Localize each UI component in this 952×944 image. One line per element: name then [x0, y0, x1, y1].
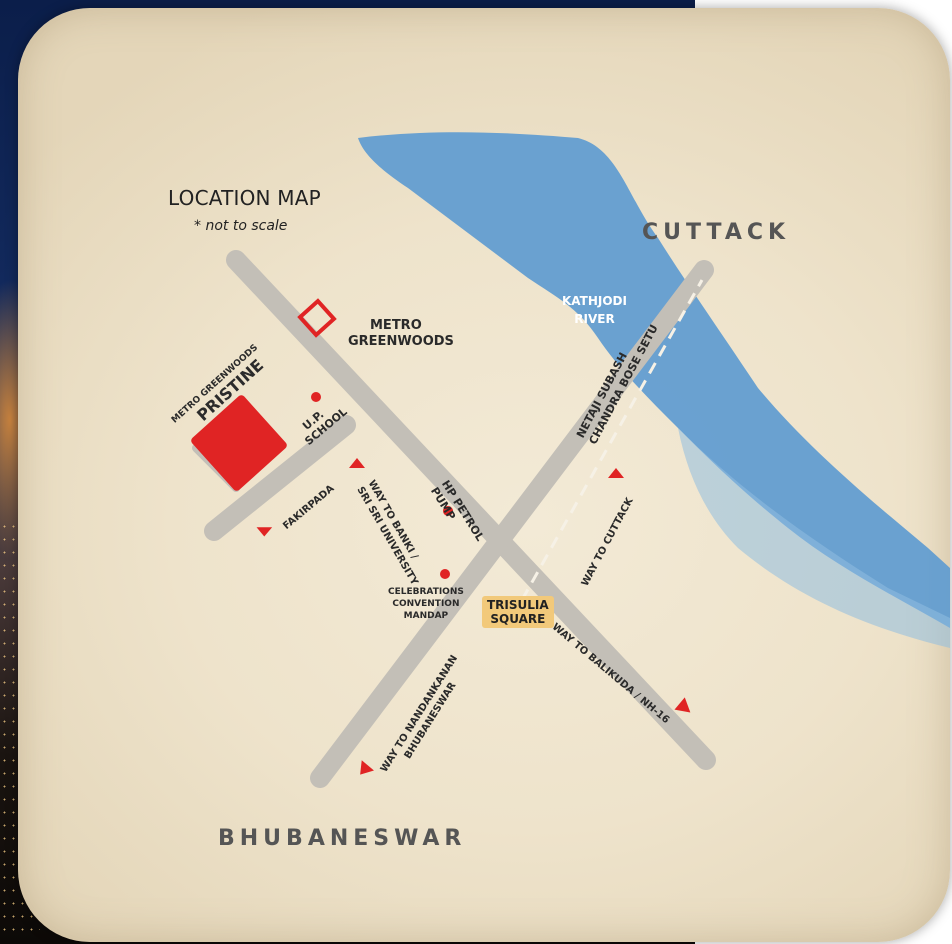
arrow-cuttack	[608, 468, 624, 478]
road-fakirpada	[204, 415, 356, 541]
map-graphic	[191, 132, 950, 788]
arrow-banki	[349, 458, 365, 468]
pristine-marker	[191, 395, 287, 491]
celebrations-line3: MANDAP	[403, 611, 449, 621]
river-label: KATHJODI RIVER	[562, 292, 627, 328]
trisulia-line2: SQUARE	[490, 612, 546, 626]
celebrations-line2: CONVENTION	[392, 599, 460, 609]
metro-greenwoods-line1: METRO	[370, 318, 422, 333]
trisulia-square-badge: TRISULIA SQUARE	[482, 596, 554, 628]
bridge-dashes	[520, 279, 704, 601]
city-bhubaneswar: BHUBANESWAR	[218, 826, 467, 851]
celebrations-label: CELEBRATIONS CONVENTION MANDAP	[388, 586, 464, 622]
celebrations-line1: CELEBRATIONS	[388, 587, 464, 597]
river-label-line1: KATHJODI	[562, 294, 627, 308]
metro-greenwoods-marker	[297, 298, 337, 338]
kathjodi-river	[358, 132, 950, 628]
city-cuttack: CUTTACK	[642, 220, 791, 245]
arrow-fakirpada	[256, 527, 273, 537]
river-label-line2: RIVER	[574, 312, 615, 326]
arrow-nandankanan	[360, 760, 374, 775]
road-main-nw-se	[226, 250, 716, 770]
map-title: LOCATION MAP	[168, 186, 321, 210]
metro-greenwoods-line2: GREENWOODS	[348, 334, 454, 349]
road-bridge	[310, 260, 714, 788]
hp-pump-dot	[443, 506, 453, 516]
scale-note: * not to scale	[194, 218, 288, 234]
metro-greenwoods-label: METRO GREENWOODS	[348, 318, 454, 350]
location-map-card: LOCATION MAP * not to scale CUTTACK BHUB…	[18, 8, 950, 942]
celebrations-dot	[440, 569, 450, 579]
up-school-dot	[311, 392, 321, 402]
arrow-balikuda	[674, 697, 691, 713]
trisulia-line1: TRISULIA	[487, 598, 549, 612]
